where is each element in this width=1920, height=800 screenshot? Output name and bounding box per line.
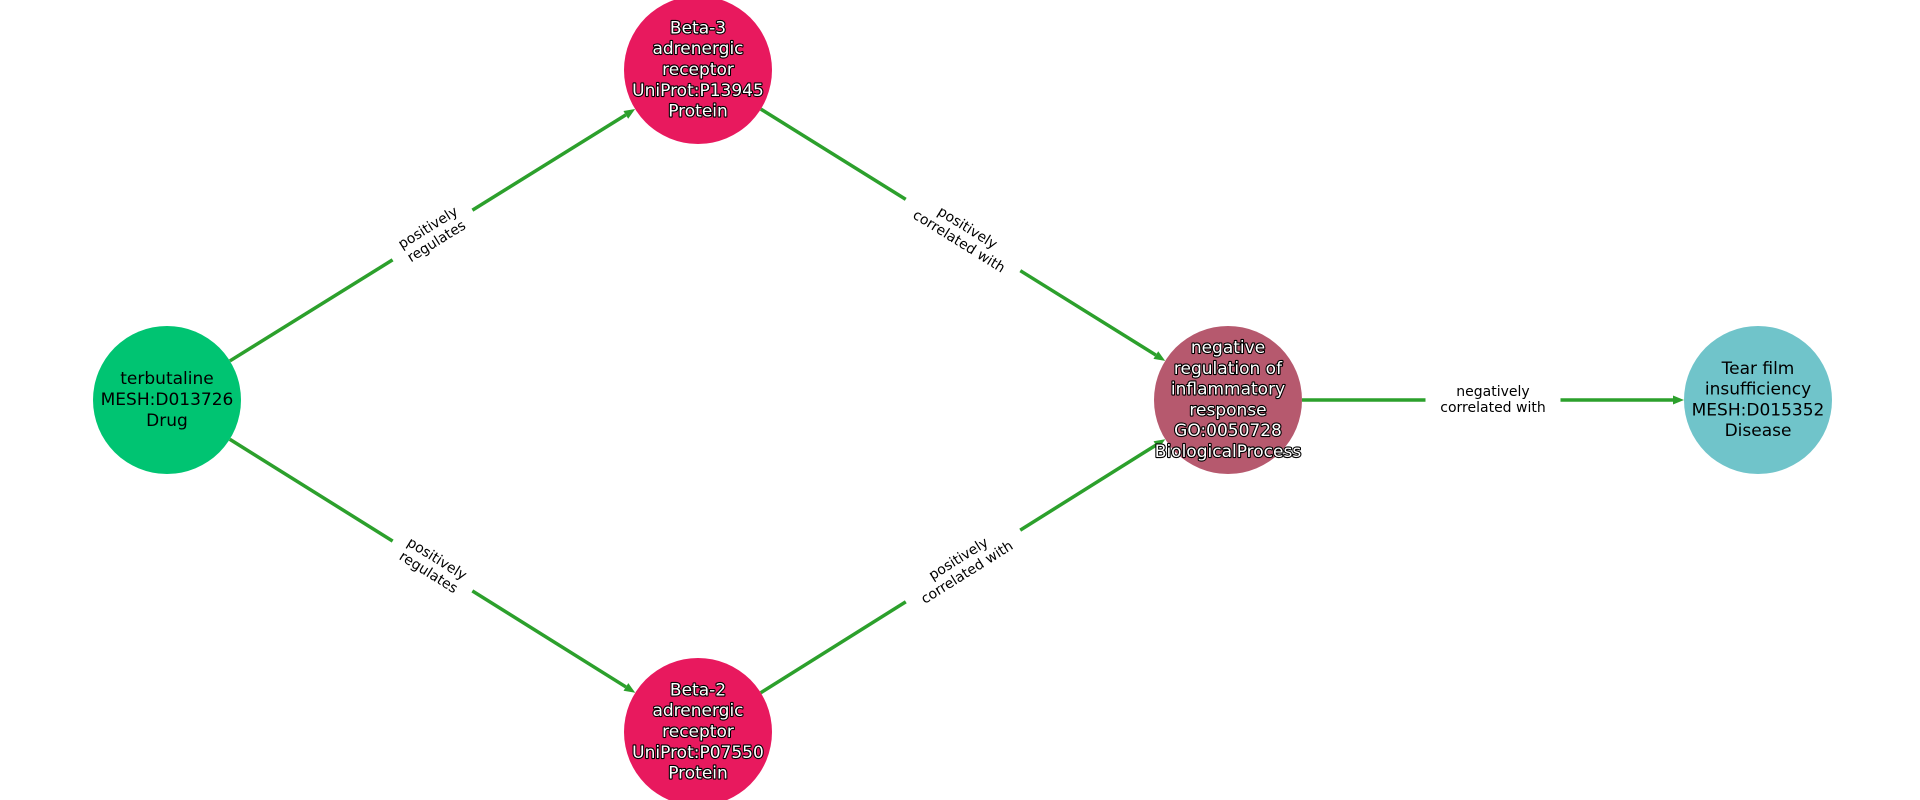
node-label-line: inflammatory [1171, 380, 1285, 400]
node-label-line: UniProt:P07550 [632, 743, 764, 763]
node-label-line: Protein [668, 102, 728, 122]
node-label-line: regulation of [1174, 359, 1283, 379]
node-label-line: response [1189, 400, 1266, 420]
arrowhead [623, 683, 636, 693]
arrowhead [623, 109, 636, 119]
node-label-line: Drug [146, 411, 188, 431]
edge-label-background [895, 183, 1031, 287]
node-label-line: adrenergic [652, 701, 743, 721]
node-label-line: MESH:D013726 [101, 390, 234, 410]
node-label-line: adrenergic [652, 39, 743, 59]
node-label-line: UniProt:P13945 [632, 81, 764, 101]
edge-label-background [382, 194, 483, 276]
node-beta3[interactable]: Beta-3adrenergicreceptorUniProt:P13945Pr… [624, 0, 772, 144]
node-label-line: receptor [662, 60, 734, 80]
edge-label-background [895, 514, 1031, 618]
edge-label-line: negatively [1456, 384, 1529, 400]
node-circle[interactable] [624, 0, 772, 144]
arrowhead [1153, 439, 1166, 449]
node-label-line: negative [1191, 338, 1265, 358]
node-label-line: Beta-2 [670, 680, 726, 700]
arrowhead [1153, 351, 1166, 361]
node-tear-film[interactable]: Tear filminsufficiencyMESH:D015352Diseas… [1684, 326, 1832, 474]
node-label-line: insufficiency [1705, 380, 1811, 400]
node-circle[interactable] [93, 326, 241, 474]
node-circle[interactable] [624, 658, 772, 800]
node-label-line: receptor [662, 722, 734, 742]
node-label-line: BiologicalProcess [1155, 442, 1302, 462]
edge-label-background [1425, 381, 1561, 419]
node-label-line: Protein [668, 764, 728, 784]
node-label-line: Tear film [1721, 359, 1795, 379]
edge-label-line: correlated with [1440, 400, 1545, 416]
node-label-line: terbutaline [120, 369, 213, 389]
node-label-line: Beta-3 [670, 18, 726, 38]
node-label-line: Disease [1725, 421, 1792, 441]
node-label-line: GO:0050728 [1174, 421, 1282, 441]
node-label-line: MESH:D015352 [1692, 400, 1825, 420]
node-beta2[interactable]: Beta-2adrenergicreceptorUniProt:P07550Pr… [624, 658, 772, 800]
node-layer: terbutalineMESH:D013726DrugBeta-3adrener… [93, 0, 1832, 800]
arrowhead [1673, 395, 1684, 405]
node-circle[interactable] [1154, 326, 1302, 474]
node-circle[interactable] [1684, 326, 1832, 474]
edge-label-background [382, 524, 483, 608]
